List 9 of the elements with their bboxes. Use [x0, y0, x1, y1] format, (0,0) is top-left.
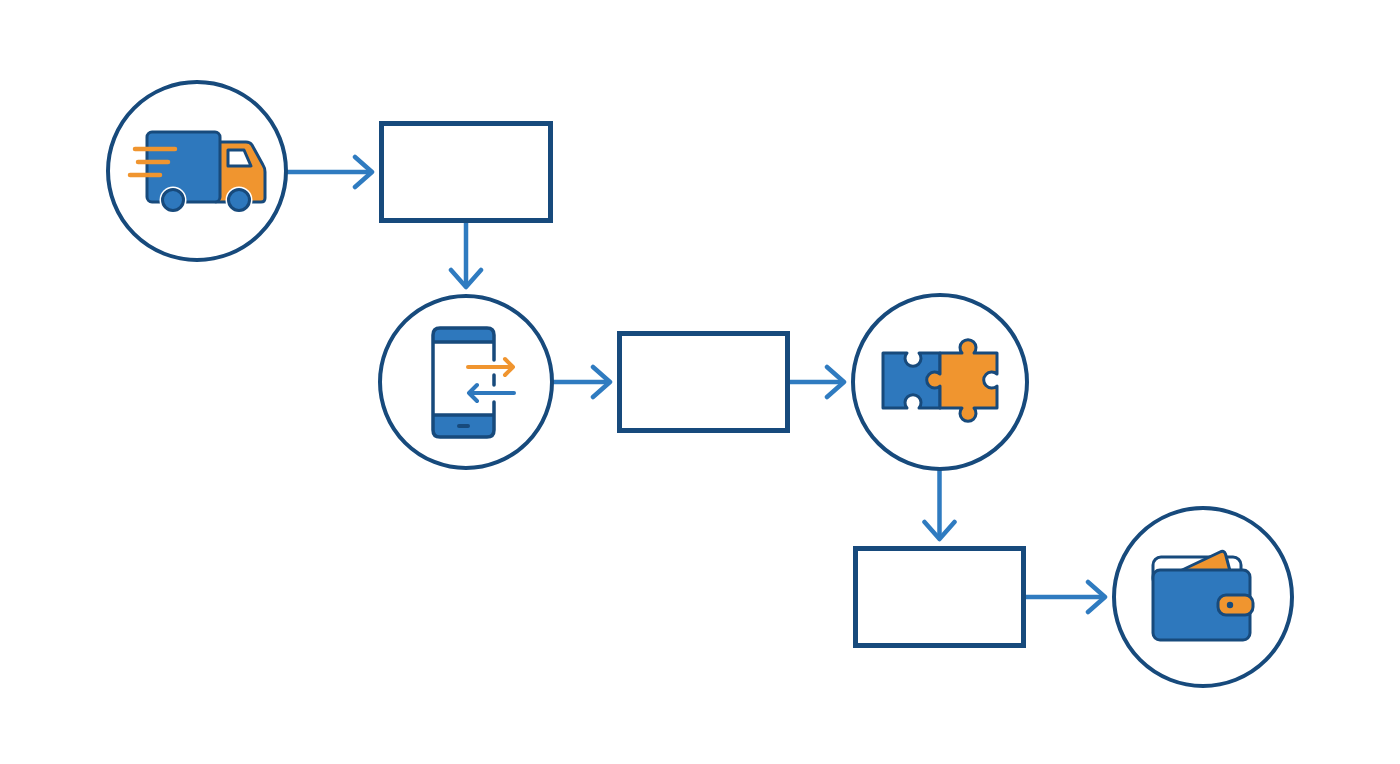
- arrow: [788, 364, 847, 400]
- arrow: [286, 154, 375, 190]
- arrow: [922, 469, 957, 542]
- process-box: [617, 331, 790, 433]
- process-box: [853, 546, 1026, 648]
- process-box: [379, 121, 553, 223]
- arrow: [552, 364, 613, 400]
- arrow: [1024, 579, 1108, 615]
- arrow: [448, 221, 484, 290]
